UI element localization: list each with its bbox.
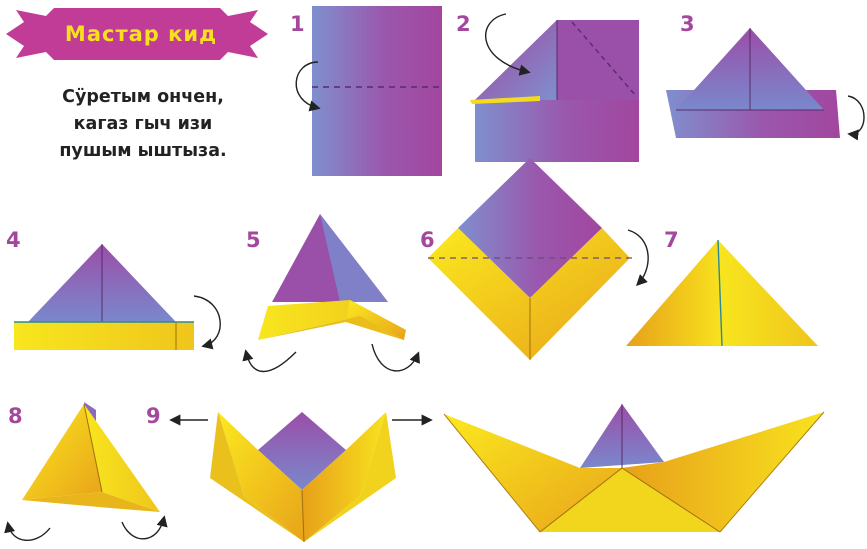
pyramid-right [84, 404, 160, 512]
crease [621, 467, 721, 533]
step-number: 1 [290, 12, 305, 36]
diamond-bottom [428, 228, 630, 360]
step-number: 7 [664, 228, 679, 252]
fold-arrow [847, 95, 865, 141]
step-number: 2 [456, 12, 471, 36]
fold-arrow-left [4, 521, 51, 542]
fold-arrow-right [371, 343, 420, 372]
step-9-illustration [169, 412, 433, 543]
fold-arrow-right [121, 515, 168, 540]
step-7-illustration [626, 239, 818, 347]
step-number: 8 [8, 404, 23, 428]
brim-side [346, 300, 406, 340]
hull-edge [443, 413, 541, 533]
step-5-illustration [242, 214, 420, 373]
fold-arrow [627, 229, 649, 286]
center-diamond [258, 412, 346, 490]
paper-base [475, 100, 639, 162]
hull-right [622, 412, 824, 532]
fold-line [571, 21, 637, 97]
crease [539, 467, 623, 533]
hull-bottom [540, 468, 720, 532]
triangle-right [718, 240, 818, 346]
crease [301, 489, 305, 543]
fold-arrow [295, 61, 321, 112]
crease [83, 403, 103, 493]
step-number: 3 [680, 12, 695, 36]
hat-brim [14, 322, 194, 350]
fold-corner [475, 20, 557, 100]
pyramid-base [22, 492, 160, 512]
instructions-text: Сӱретым ончен, кагаз гыч изи пушым ыштыз… [12, 84, 274, 165]
page-title: Мастар кид [64, 22, 218, 46]
step-number: 6 [420, 228, 435, 252]
right-wing [302, 412, 386, 542]
title-banner: Мастар кид [6, 8, 268, 60]
hat-side [320, 214, 388, 302]
step-1-illustration [295, 6, 442, 176]
step-8-illustration [4, 402, 168, 542]
intro-line: кагаз гыч изи [73, 114, 213, 134]
brim-under [258, 316, 404, 340]
step-3-illustration [666, 28, 865, 141]
boat-illustration [443, 404, 825, 533]
hat-brim [258, 300, 406, 340]
pyramid-left [22, 404, 102, 500]
right-side [304, 412, 396, 542]
triangle-left [626, 240, 722, 346]
intro-line: Сӱретым ончен, [62, 87, 224, 107]
hull-edge [719, 411, 825, 533]
step-number: 4 [6, 228, 21, 252]
step-4-illustration [14, 244, 221, 350]
left-wing [218, 412, 304, 542]
step-2-illustration [470, 13, 639, 162]
banner-background [6, 8, 268, 60]
left-side [210, 412, 304, 542]
step-number: 9 [146, 404, 161, 428]
fold-arrow [193, 295, 221, 350]
intro-line: пушым ыштыза. [59, 141, 227, 161]
edge-highlight [470, 96, 540, 104]
step-6-illustration [428, 158, 649, 360]
banner-shape [6, 8, 268, 60]
crease [717, 239, 723, 347]
paper-sheet [312, 6, 442, 176]
step-number: 5 [246, 228, 261, 252]
fold-arrow [485, 13, 531, 76]
fold-arrow-left [242, 349, 297, 373]
